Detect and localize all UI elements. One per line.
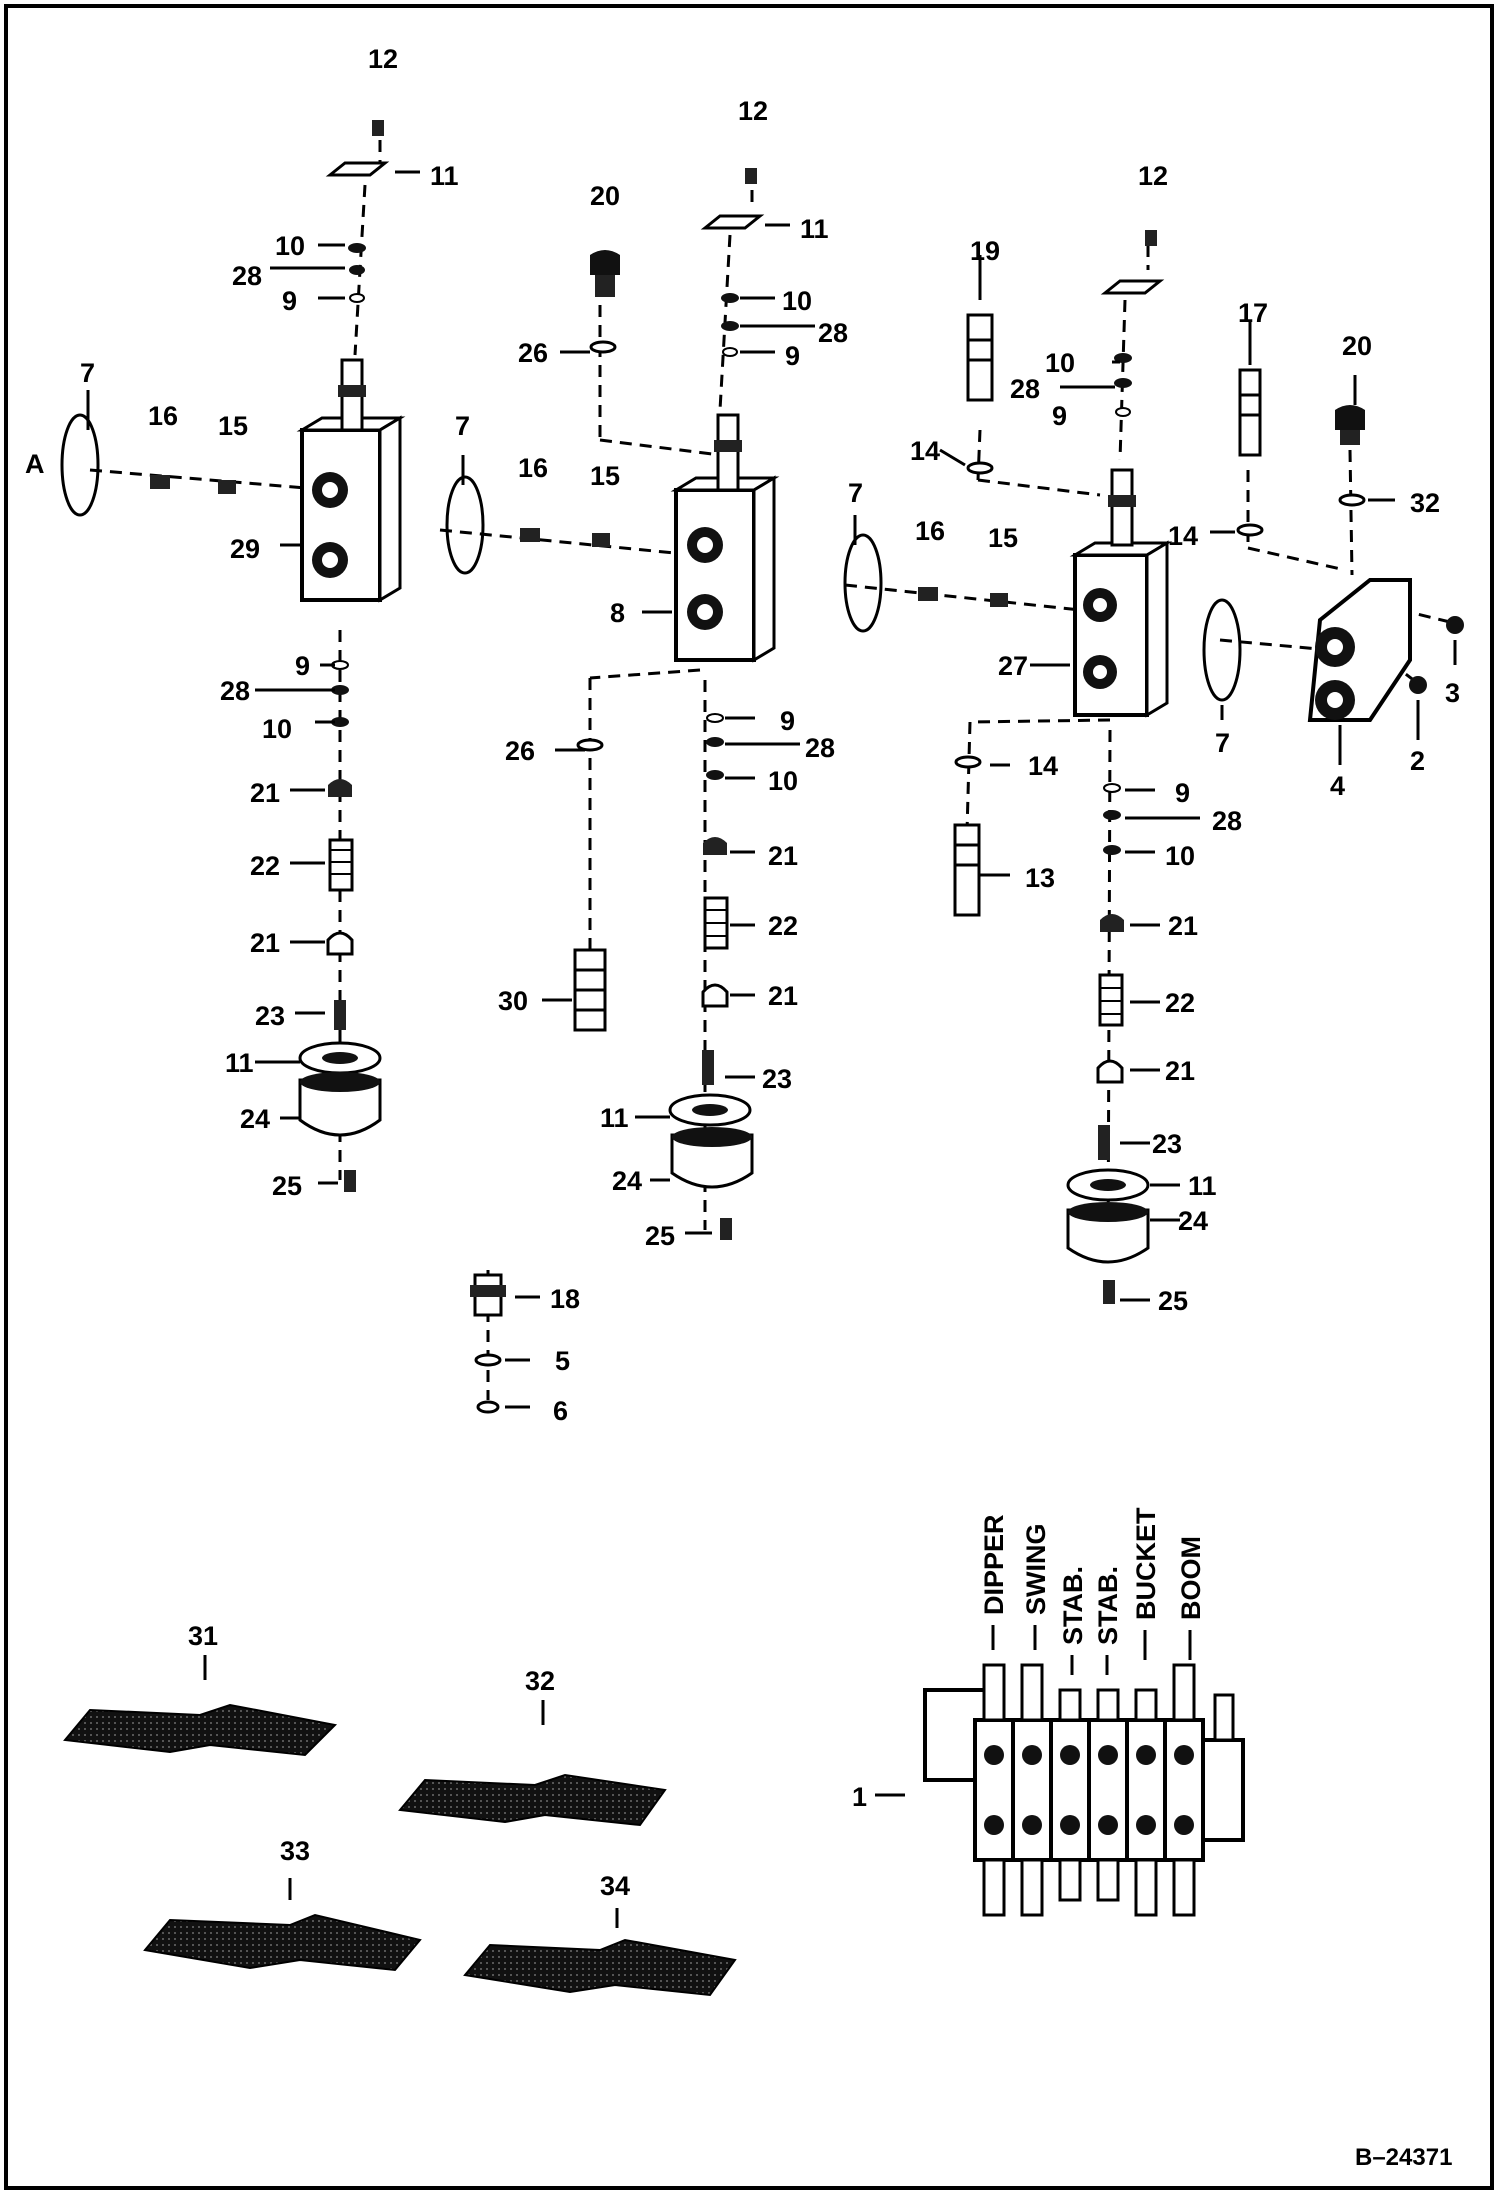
section-label-bucket: BUCKET [1131,1507,1161,1620]
label-7d: 7 [1215,728,1230,758]
control-valve-assembly [923,1663,1245,1917]
label-12b: 12 [738,96,768,126]
label-2: 2 [1410,746,1425,776]
label-20: 20 [590,181,620,211]
label-9f: 9 [1175,778,1190,808]
label-9b: 9 [295,651,310,681]
label-22b: 22 [768,911,798,941]
label-25: 25 [272,1171,302,1201]
label-16: 16 [148,401,178,431]
inlet-block [1202,368,1464,722]
label-10c: 10 [782,286,812,316]
label-23b: 23 [762,1064,792,1094]
section-marker-a: A [25,449,45,479]
label-25b: 25 [645,1221,675,1251]
label-9: 9 [282,286,297,316]
label-21d: 21 [768,981,798,1011]
section-label-boom: BOOM [1176,1536,1206,1620]
label-25c: 25 [1158,1286,1188,1316]
label-8: 8 [610,598,625,628]
label-11d: 11 [600,1103,629,1133]
section-label-dipper: DIPPER [979,1514,1009,1615]
label-21f: 21 [1165,1056,1195,1086]
label-23c: 23 [1152,1129,1182,1159]
label-28c: 28 [818,318,848,348]
section-label-swing: SWING [1021,1524,1051,1616]
fitting-18 [470,1273,506,1414]
label-21c: 21 [768,841,798,871]
section-label-stab-1: STAB. [1058,1566,1088,1645]
drawing-reference-number: B–24371 [1355,2144,1452,2171]
label-7c: 7 [848,478,863,508]
label-5: 5 [555,1346,570,1376]
label-10e: 10 [1045,348,1075,378]
label-10: 10 [275,231,305,261]
label-1: 1 [852,1782,867,1812]
label-19: 19 [970,236,1000,266]
label-21b: 21 [250,928,280,958]
label-6: 6 [553,1396,568,1426]
decal-strips [63,1703,737,1997]
label-13: 13 [1025,863,1055,893]
label-11b: 11 [225,1048,254,1078]
label-27: 27 [998,651,1028,681]
label-32b: 32 [525,1666,555,1696]
label-23: 23 [255,1001,285,1031]
page-border [4,4,1494,2190]
label-34: 34 [600,1871,630,1901]
label-32: 32 [1410,488,1440,518]
label-15b: 15 [590,461,620,491]
valve-section-3 [843,230,1173,1304]
label-20b: 20 [1342,331,1372,361]
label-leaders [86,170,1457,1928]
label-11e: 11 [1188,1171,1217,1201]
section-label-stab-2: STAB. [1093,1566,1123,1645]
label-11: 11 [430,161,459,191]
label-12: 12 [368,44,398,74]
label-30: 30 [498,986,528,1016]
label-11c: 11 [800,214,829,244]
label-4: 4 [1330,771,1345,801]
label-28f: 28 [1212,806,1242,836]
label-9c: 9 [785,341,800,371]
label-28e: 28 [1010,374,1040,404]
valve-section-2 [445,168,780,1240]
label-16c: 16 [915,516,945,546]
label-17: 17 [1238,298,1268,328]
label-24b: 24 [612,1166,642,1196]
label-14b: 14 [1028,751,1058,781]
label-14: 14 [910,436,940,466]
valve-section-1 [60,120,406,1192]
label-3: 3 [1445,678,1460,708]
label-10f: 10 [1165,841,1195,871]
label-10d: 10 [768,766,798,796]
label-26: 26 [518,338,548,368]
label-24: 24 [240,1104,270,1134]
label-24c: 24 [1178,1206,1208,1236]
label-22: 22 [250,851,280,881]
label-14c: 14 [1168,521,1198,551]
label-31: 31 [188,1621,218,1651]
label-33: 33 [280,1836,310,1866]
label-12c: 12 [1138,161,1168,191]
label-21e: 21 [1168,911,1198,941]
label-28: 28 [232,261,262,291]
label-29: 29 [230,534,260,564]
label-7b: 7 [455,411,470,441]
label-9e: 9 [1052,401,1067,431]
label-15: 15 [218,411,248,441]
label-10b: 10 [262,714,292,744]
label-9d: 9 [780,706,795,736]
label-26b: 26 [505,736,535,766]
label-15c: 15 [988,523,1018,553]
label-18: 18 [550,1284,580,1314]
label-28d: 28 [805,733,835,763]
label-21: 21 [250,778,280,808]
label-22c: 22 [1165,988,1195,1018]
label-28b: 28 [220,676,250,706]
label-7: 7 [80,358,95,388]
label-16b: 16 [518,453,548,483]
